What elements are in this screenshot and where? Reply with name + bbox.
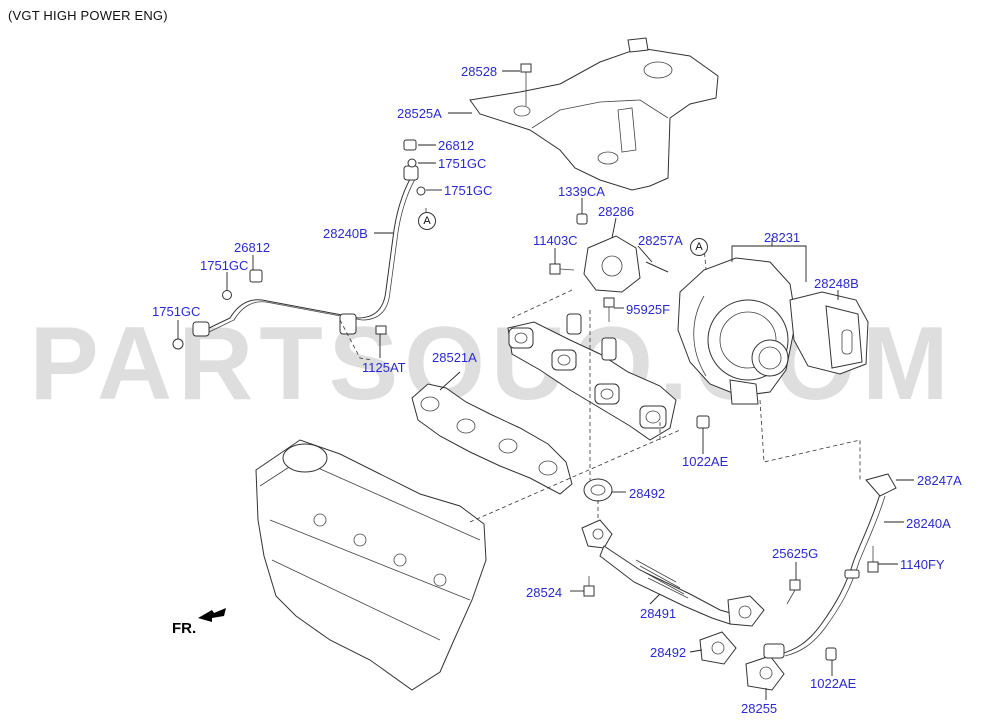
bolt-28524-drawing (583, 576, 595, 597)
part-28521a[interactable]: 28521A (432, 350, 477, 365)
bolt-11403c-drawing (549, 263, 575, 275)
engine-block-drawing (255, 439, 487, 691)
part-28247a[interactable]: 28247A (917, 473, 962, 488)
stud-28257a-drawing (645, 261, 669, 273)
gasket-28492-bot-drawing (699, 631, 737, 665)
manifold-gasket-drawing (411, 383, 573, 495)
nut-1339ca-drawing (576, 213, 588, 225)
pipe-28491-drawing (581, 519, 765, 627)
turbocharger-drawing (677, 257, 797, 405)
nut-1022ae-bot-drawing (825, 647, 837, 661)
bolt-1140fy-drawing (867, 546, 879, 573)
part-28257a[interactable]: 28257A (638, 233, 683, 248)
part-26812-top[interactable]: 26812 (438, 138, 475, 153)
fittings-left-drawing (172, 269, 263, 350)
diagram-title: (VGT HIGH POWER ENG) (8, 8, 168, 23)
part-28248b[interactable]: 28248B (814, 276, 859, 291)
leader-lines (177, 70, 914, 700)
part-28525a[interactable]: 28525A (397, 106, 442, 121)
heat-shield-drawing (469, 37, 719, 191)
part-1751gc-left1[interactable]: 1751GC (200, 258, 249, 273)
reference-mark-a-left: A (418, 212, 436, 230)
part-28286[interactable]: 28286 (598, 204, 635, 219)
reference-mark-a-right: A (690, 238, 708, 256)
part-1140fy[interactable]: 1140FY (900, 557, 945, 572)
part-95925f[interactable]: 95925F (626, 302, 671, 317)
part-1751gc-left2[interactable]: 1751GC (152, 304, 201, 319)
part-1751gc-top1[interactable]: 1751GC (438, 156, 487, 171)
nut-1022ae-drawing (696, 415, 710, 429)
bolt-28528-drawing (520, 63, 532, 106)
oil-pipe-28240b-drawing (192, 165, 419, 337)
gasket-28492-mid-drawing (583, 478, 613, 502)
part-28240a[interactable]: 28240A (906, 516, 951, 531)
part-28528[interactable]: 28528 (461, 64, 498, 79)
vgt-actuator-drawing (789, 291, 869, 375)
part-28492-mid[interactable]: 28492 (629, 486, 666, 501)
gasket-28286-drawing (583, 235, 641, 293)
part-1022ae-mid[interactable]: 1022AE (682, 454, 729, 469)
part-26812-left[interactable]: 26812 (234, 240, 271, 255)
part-1751gc-top2[interactable]: 1751GC (444, 183, 493, 198)
part-1339ca[interactable]: 1339CA (558, 184, 605, 199)
part-28524[interactable]: 28524 (526, 585, 563, 600)
gasket-28255-drawing (745, 655, 785, 691)
bolt-95925f-drawing (603, 297, 615, 322)
part-1022ae-bot[interactable]: 1022AE (810, 676, 857, 691)
bolt-25625g-drawing (786, 579, 801, 605)
exhaust-manifold-drawing (507, 313, 677, 441)
part-11403c[interactable]: 11403C (533, 233, 578, 248)
part-28240b[interactable]: 28240B (323, 226, 368, 241)
part-25625g[interactable]: 25625G (772, 546, 819, 561)
fittings-top-drawing (403, 139, 426, 196)
part-28255[interactable]: 28255 (741, 701, 778, 716)
part-28231[interactable]: 28231 (764, 230, 801, 245)
part-28492-bot[interactable]: 28492 (650, 645, 687, 660)
front-direction-label: FR. (172, 620, 197, 637)
part-1125at[interactable]: 1125AT (362, 360, 406, 375)
part-28491[interactable]: 28491 (640, 606, 677, 621)
pipe-28240a-drawing (763, 473, 897, 659)
front-arrow-icon (198, 608, 226, 622)
